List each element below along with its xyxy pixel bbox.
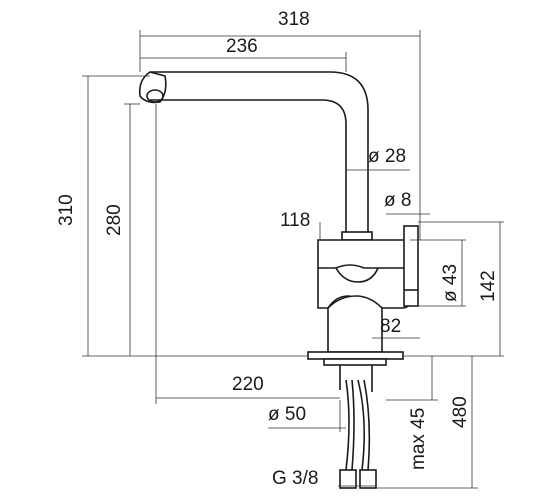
dim-spout-reach: 236	[226, 36, 258, 57]
dim-body-width: 82	[380, 316, 401, 337]
aerator	[146, 89, 164, 103]
dim-max-deck-thickness: max 45	[408, 408, 429, 470]
hose-left-inner	[351, 379, 355, 471]
dim-hose-length: 480	[450, 396, 471, 428]
spout-outer	[150, 71, 369, 236]
mounting-stud	[339, 365, 373, 392]
dim-overall-width: 318	[278, 9, 310, 30]
dimension-labels: 318 236 310 280 ø 28 ø 8 118 ø 43 142 82…	[56, 9, 499, 489]
hose-fitting-left	[339, 469, 357, 489]
hose-fitting-right	[359, 469, 377, 489]
dim-spout-height: 280	[104, 204, 125, 236]
lower-stem	[327, 295, 383, 353]
faucet-outline	[138, 71, 419, 489]
dim-aerator-diameter: ø 8	[384, 190, 411, 211]
dimension-lines	[82, 30, 504, 489]
dim-spout-diameter: ø 28	[368, 146, 406, 167]
spout-inner	[150, 99, 347, 236]
spout-tip	[138, 71, 167, 104]
dim-body-offset: 118	[280, 210, 310, 231]
dim-body-diameter: ø 43	[440, 264, 461, 302]
lever-handle	[403, 225, 419, 307]
dim-body-height: 142	[478, 270, 499, 302]
dim-thread-size: G 3/8	[272, 468, 318, 489]
dim-base-diameter: ø 50	[268, 404, 306, 425]
spout-collar	[341, 231, 373, 241]
dim-base-offset: 220	[232, 374, 264, 395]
body-groove-lower	[335, 267, 379, 283]
hose-right-inner	[363, 379, 371, 471]
base-plate	[307, 351, 404, 360]
dim-overall-height: 310	[56, 194, 77, 226]
hose-right	[357, 379, 366, 471]
hose-left	[345, 379, 350, 471]
deck-washer	[323, 358, 387, 366]
